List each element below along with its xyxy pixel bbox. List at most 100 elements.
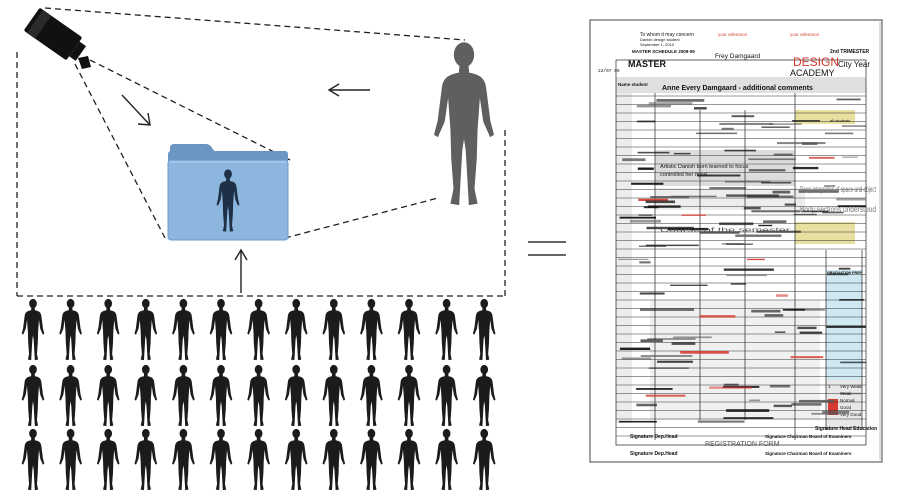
document-text-stroke [640, 308, 694, 311]
document-text-stroke [681, 214, 706, 216]
crowd-person-icon [96, 364, 120, 427]
doc-registration: REGISTRATION FORM [705, 441, 780, 448]
document-text-stroke [694, 107, 707, 110]
document-text-stroke [618, 258, 649, 260]
document-text-stroke [648, 367, 689, 369]
document-text-stroke [621, 357, 652, 360]
document-text-stroke [619, 216, 656, 219]
document-text-stroke [637, 151, 670, 154]
doc-all-students: all students [830, 118, 850, 123]
crowd-person-icon [134, 364, 158, 427]
document-text-stroke [650, 196, 690, 199]
document-text-stroke [797, 326, 817, 330]
crowd-person-icon [59, 298, 82, 361]
surveillance-camera-icon [24, 8, 91, 69]
doc-line-b: Body sections understood [800, 205, 876, 214]
document-text-stroke [709, 386, 752, 389]
doc-name-student: Name student [618, 82, 648, 87]
doc-code: 22/07 09 [598, 68, 620, 74]
crowd-person-icon [96, 428, 120, 491]
document-text-stroke [751, 210, 801, 213]
document-text-stroke [761, 126, 790, 128]
document-text-stroke [769, 385, 791, 388]
crowd-person-icon [472, 364, 496, 427]
connection-lines [16, 7, 506, 297]
doc-sign-chairman-2: Signature Chairman Board of Examiners [765, 451, 852, 456]
document-text-stroke [743, 207, 761, 210]
arrow-camera-to-folder [121, 94, 151, 126]
document-text-stroke [639, 261, 651, 264]
crowd-person-icon [134, 298, 158, 361]
document-text-stroke [826, 326, 866, 328]
document-text-stroke [842, 156, 858, 158]
crowd-person-icon [284, 428, 308, 491]
crowd-person-icon [472, 298, 496, 361]
doc-row-comments: Anne Every Damgaard - additional comment… [662, 85, 813, 92]
doc-sign-head-edu: Signature Head Education [815, 426, 877, 432]
document-text-stroke [773, 153, 793, 156]
document-text-stroke [673, 336, 712, 339]
document-text-stroke [764, 314, 784, 317]
crowd-person-icon [435, 364, 458, 427]
document-text-stroke [792, 120, 820, 122]
document-text-stroke [793, 213, 817, 216]
crowd-person-icon [360, 298, 383, 361]
crowd-person-icon [59, 428, 82, 491]
document-text-stroke [735, 234, 782, 237]
document-text-stroke [799, 331, 823, 334]
crowd-person-icon [435, 298, 458, 361]
document-text-stroke [637, 167, 654, 170]
document-rows [616, 95, 866, 437]
crowd-person-icon [472, 428, 496, 491]
document-text-stroke [699, 315, 736, 318]
document-text-stroke [657, 360, 693, 363]
doc-note-quote-2: controlled her mind. [660, 172, 709, 178]
doc-title-master: MASTER [628, 59, 667, 69]
document-text-stroke [645, 394, 686, 397]
document-text-stroke [799, 399, 834, 403]
document-text-stroke [725, 243, 753, 245]
document-text-stroke [838, 267, 851, 270]
document-text-stroke [696, 132, 738, 135]
document-text-stroke [822, 211, 844, 214]
document-text-stroke [640, 355, 693, 357]
document-text-stroke [841, 125, 866, 127]
crowd-person-icon [360, 428, 383, 491]
document-text-stroke [840, 361, 866, 364]
doc-header-left-sub: Danish design student [640, 37, 680, 42]
document-text-stroke [671, 342, 696, 345]
arrow-crowd-to-folder [234, 248, 248, 293]
document-text-stroke [721, 127, 734, 130]
doc-sign-chairman: Signature Chairman Board of Examiners [765, 434, 852, 439]
document-text-stroke [636, 104, 671, 108]
document-text-stroke [680, 351, 729, 354]
grading-scale-item: Normal [840, 398, 855, 403]
camera-ray-inner [89, 59, 291, 161]
document-text-stroke [638, 198, 668, 201]
document-text-stroke [791, 403, 822, 406]
document-text-stroke [836, 98, 861, 101]
doc-sign-dep-head-2: Signature Dep.Head [630, 451, 678, 457]
crowd-person-icon [21, 428, 45, 491]
doc-schedule-title: MASTER SCHEDULE 2009-09 [632, 49, 695, 54]
document-text-stroke [758, 224, 773, 227]
document-text-stroke [824, 185, 836, 187]
crowd-person-icon [96, 298, 120, 361]
crowd-person-icon [209, 364, 233, 427]
document-text-stroke [772, 190, 791, 194]
crowd-person-icon [21, 298, 45, 361]
folder-icon [167, 144, 289, 241]
grading-scale-item: 1 [828, 384, 831, 389]
grading-scale-item: Very Weak [840, 384, 862, 389]
crowd-person-icon [209, 298, 233, 361]
document-text-stroke [697, 420, 745, 423]
document-text-stroke [774, 331, 786, 333]
subject-to-folder-line [284, 197, 439, 239]
document-text-stroke [749, 399, 760, 402]
doc-header-date: September 1, 2010 [640, 42, 675, 47]
document-text-stroke [837, 205, 866, 208]
doc-title-year: City Year [838, 60, 870, 69]
document-text-stroke [709, 187, 747, 189]
